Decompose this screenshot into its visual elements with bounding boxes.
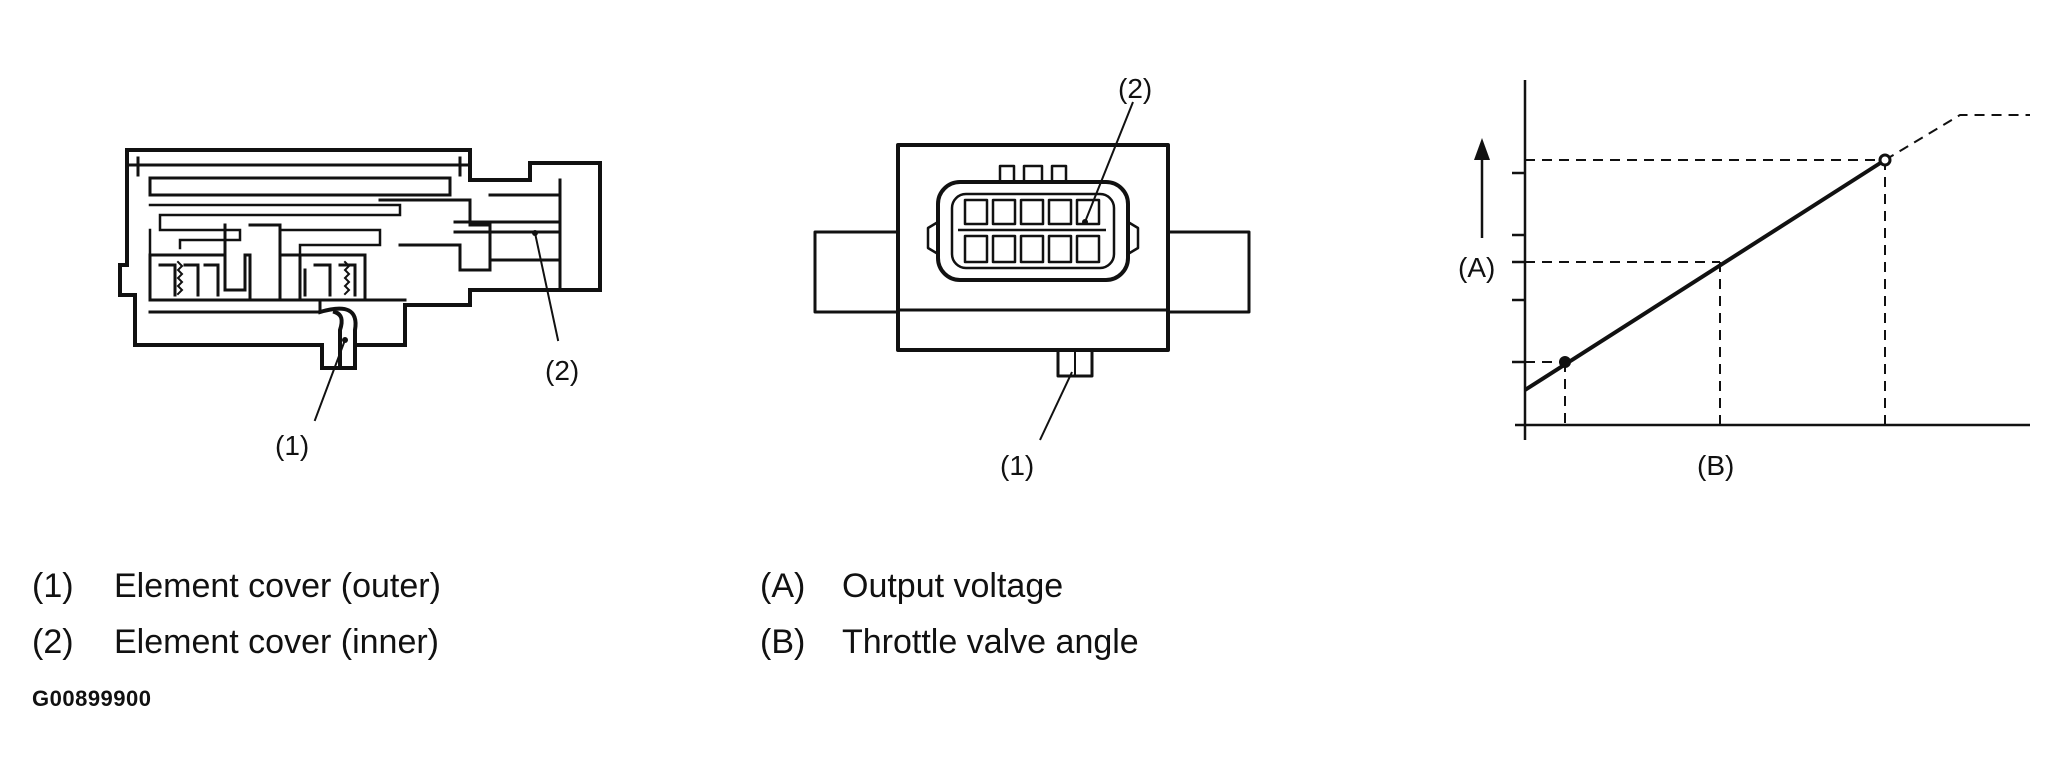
graph-point-upper bbox=[1878, 153, 1892, 167]
spring-coils bbox=[176, 260, 351, 296]
figure-code: G00899900 bbox=[32, 686, 152, 711]
callout-2-center: (2) bbox=[1118, 73, 1152, 104]
connector-terminals-bottom bbox=[963, 234, 1101, 264]
connector-top-tabs bbox=[998, 164, 1068, 184]
connector-terminals-top bbox=[963, 198, 1101, 226]
legend-text-1: Element cover (outer) bbox=[114, 567, 441, 605]
legend-text-b: Throttle valve angle bbox=[842, 623, 1139, 661]
connector-side-latches bbox=[926, 220, 1140, 256]
graph-x-label: (B) bbox=[1697, 450, 1734, 481]
legend-axes: (A) Output voltage (B) Throttle valve angl… bbox=[760, 566, 1139, 662]
graph-y-ticks bbox=[1512, 171, 1525, 364]
sensor-side-view bbox=[118, 148, 602, 422]
legend-key-1: (1) bbox=[32, 567, 74, 605]
base-plate bbox=[148, 298, 407, 314]
top-cover-plate bbox=[125, 156, 472, 197]
callout-2-left: (2) bbox=[545, 355, 579, 386]
output-characteristic-line bbox=[1523, 158, 1887, 392]
legend-parts: (1) Element cover (outer) (2) Element cove… bbox=[32, 566, 441, 662]
legend-item-2: (2) Element cover (inner) bbox=[32, 622, 441, 662]
legend-text-2: Element cover (inner) bbox=[114, 623, 440, 661]
legend-text-a: Output voltage bbox=[842, 567, 1064, 605]
element-chamber-left bbox=[148, 253, 252, 302]
legend-item-a: (A) Output voltage bbox=[760, 566, 1139, 606]
graph-guide-lines bbox=[1525, 114, 2030, 425]
connector-shell-inner bbox=[950, 192, 1116, 270]
sensor-housing-outline bbox=[118, 148, 602, 370]
leader-line-1-left bbox=[313, 338, 347, 422]
leader-line-2-left bbox=[533, 231, 560, 342]
legend-key-b: (B) bbox=[760, 623, 806, 661]
graph-point-lower bbox=[1559, 356, 1571, 368]
connector-view bbox=[813, 101, 1251, 441]
legend-key-2: (2) bbox=[32, 623, 74, 661]
inner-channels bbox=[148, 203, 402, 272]
tube-passage bbox=[378, 178, 562, 292]
legend-key-a: (A) bbox=[760, 567, 806, 605]
y-direction-arrow-head bbox=[1474, 138, 1490, 160]
characteristic-graph bbox=[1474, 80, 2030, 440]
element-chamber-right bbox=[278, 253, 367, 302]
outer-cover-elbow bbox=[317, 306, 358, 370]
callout-1-center: (1) bbox=[1000, 450, 1034, 481]
legend-item-b: (B) Throttle valve angle bbox=[760, 622, 1139, 662]
callout-1-left: (1) bbox=[275, 430, 309, 461]
legend-item-1: (1) Element cover (outer) bbox=[32, 566, 441, 606]
leader-line-1-center bbox=[1039, 371, 1073, 441]
connector-body bbox=[896, 143, 1170, 352]
leader-line-2-center bbox=[1084, 101, 1134, 223]
graph-y-label: (A) bbox=[1458, 252, 1495, 283]
